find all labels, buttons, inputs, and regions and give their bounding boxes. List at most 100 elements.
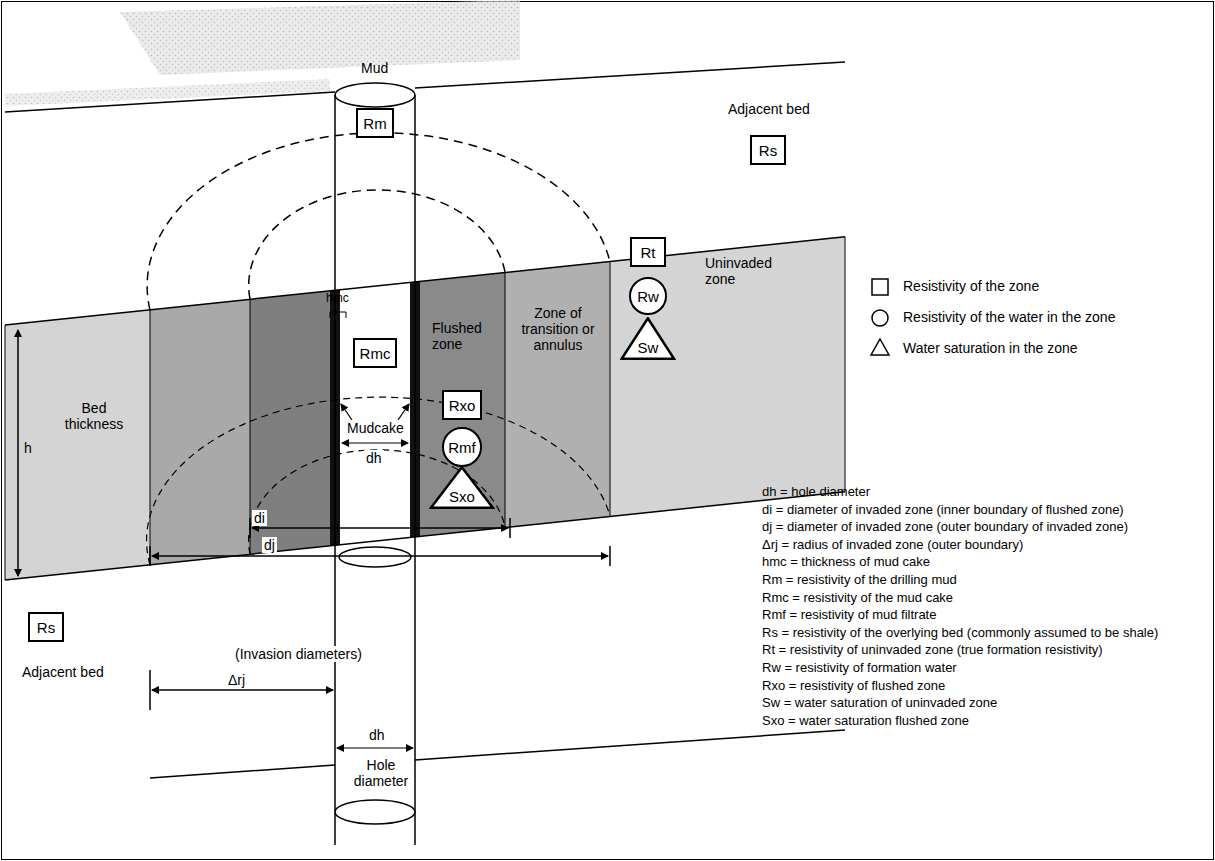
definition-line: di = diameter of invaded zone (inner bou… <box>762 503 1124 518</box>
definition-line: Sxo = water saturation flushed zone <box>762 714 969 729</box>
node-text: Sxo <box>449 488 475 505</box>
node-text: Rxo <box>449 397 476 414</box>
dimension-label: dh <box>364 450 384 466</box>
dimension-tick <box>149 546 151 566</box>
dimension-label: di <box>252 510 267 526</box>
legend-text: Water saturation in the zone <box>903 340 1078 356</box>
node-text: Rs <box>759 142 777 159</box>
leader-arrow <box>341 404 352 420</box>
legend-square <box>872 279 888 295</box>
definition-line: Rt = resistivity of uninvaded zone (true… <box>762 643 1103 658</box>
dimension-label: dh <box>367 727 387 743</box>
definition-line: dj = diameter of invaded zone (outer bou… <box>762 520 1128 535</box>
bottom-plane <box>415 730 845 760</box>
zone-band <box>5 310 150 580</box>
legend-text: Resistivity of the zone <box>903 278 1039 294</box>
node-text: Rw <box>637 288 659 305</box>
dimension-tick <box>609 546 611 566</box>
dimension-tick <box>249 518 251 538</box>
node-text: Rs <box>37 619 55 636</box>
invasion-arc <box>147 397 610 565</box>
dimension-label: dj <box>262 537 277 553</box>
bed-boundary <box>5 492 845 580</box>
dimension-line <box>152 555 608 557</box>
bed-label: Adjacent bed <box>728 101 810 117</box>
dimension-line <box>152 689 333 691</box>
invasion-arc <box>147 133 610 310</box>
definition-line: dh = hole diameter <box>762 485 870 500</box>
adjacent-bed-texture <box>120 0 520 75</box>
bed-label: Adjacent bed <box>22 664 104 680</box>
hole-top <box>335 83 415 107</box>
definition-line: Rs = resistivity of the overlying bed (c… <box>762 626 1158 641</box>
definition-line: Rxo = resistivity of flushed zone <box>762 679 945 694</box>
resistivity-box: Rm <box>356 108 393 138</box>
zone-band <box>420 273 505 537</box>
legend-triangle <box>871 339 889 355</box>
zone-band <box>610 237 845 517</box>
zone-boundary <box>150 310 151 565</box>
zone-boundary <box>505 273 506 528</box>
definition-line: Rmc = resistivity of the mud cake <box>762 591 953 606</box>
hole-interior <box>340 282 410 544</box>
water-resistivity-circle: Rw <box>629 277 667 315</box>
hole-wall <box>414 95 416 845</box>
node-text: Rm <box>363 115 386 132</box>
dimension-line <box>337 747 413 748</box>
dimension-line <box>342 442 408 443</box>
resistivity-box: Rs <box>750 135 786 165</box>
node-text: Rmc <box>360 345 391 362</box>
legend-circle <box>872 310 888 326</box>
adjacent-bed-texture <box>5 85 330 100</box>
mud-label: Mud <box>361 60 388 76</box>
zone-boundary <box>610 261 611 516</box>
saturation-triangle: Sw <box>620 317 676 360</box>
node-text: Rmf <box>448 439 476 456</box>
dimension-line <box>17 330 19 576</box>
formation-zones <box>5 237 845 580</box>
resistivity-box: Rt <box>630 237 666 267</box>
hole-wall <box>334 95 336 845</box>
zone-label: Flushed zone <box>432 320 488 352</box>
node-text: Rt <box>641 244 656 261</box>
legend-text: Resistivity of the water in the zone <box>903 309 1115 325</box>
hole-section <box>339 547 411 567</box>
resistivity-box: Rs <box>28 612 64 642</box>
resistivity-box: Rmc <box>353 338 398 368</box>
definition-line: Rmf = resistivity of mud filtrate <box>762 608 936 623</box>
definition-line: Sw = water saturation of uninvaded zone <box>762 696 997 711</box>
zone-label: Uninvaded zone <box>705 255 769 287</box>
bottom-plane <box>150 765 335 778</box>
mudcake-label: Mudcake <box>345 420 406 436</box>
dimension-tick <box>149 670 151 710</box>
dimension-label: h <box>24 440 32 456</box>
mudcake-thickness-bracket <box>330 312 346 318</box>
dimension-label: Hole diameter <box>348 757 414 789</box>
zone-band <box>150 299 250 565</box>
leader-arrow <box>398 404 409 420</box>
note-label: (Invasion diameters) <box>233 646 364 662</box>
zone-label: Zone of transition or annulus <box>515 305 601 353</box>
bed-boundary <box>5 237 845 325</box>
dimension-tick <box>509 518 511 538</box>
definition-line: hmc = thickness of mud cake <box>762 555 930 570</box>
top-plane <box>415 62 845 88</box>
dimension-line <box>252 527 508 529</box>
zone-boundary <box>845 237 846 492</box>
definition-line: Rw = resistivity of formation water <box>762 661 957 676</box>
zone-band <box>250 291 330 554</box>
definition-line: Rm = resistivity of the drilling mud <box>762 573 957 588</box>
zone-boundary <box>5 325 6 580</box>
invasion-arc <box>249 190 505 299</box>
zone-boundary <box>250 299 251 554</box>
definition-line: Δrj = radius of invaded zone (outer boun… <box>762 538 1023 553</box>
dimension-label: hmc <box>326 292 349 306</box>
hole-bottom <box>335 800 415 824</box>
top-plane <box>5 92 335 112</box>
zone-label: Bed thickness <box>58 400 130 432</box>
resistivity-box: Rxo <box>442 390 483 420</box>
node-text: Sw <box>638 339 659 356</box>
zone-band <box>505 261 610 527</box>
dimension-label: Δrj <box>226 672 247 688</box>
